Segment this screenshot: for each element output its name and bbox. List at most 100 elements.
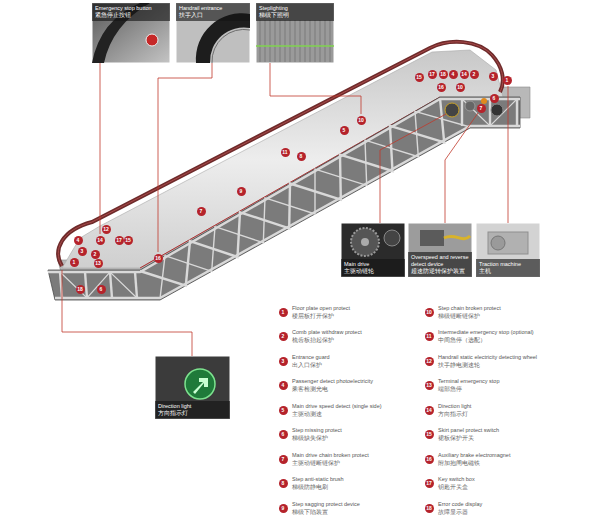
callout-number: 11 <box>281 148 290 157</box>
protection-item-zh: 主驱动测速 <box>292 411 322 418</box>
truss-chord <box>55 126 520 298</box>
protection-item: Main drive chain broken protect <box>292 452 369 459</box>
step-grooves <box>290 20 291 62</box>
step-grooves <box>325 20 326 62</box>
step-grooves <box>280 20 281 62</box>
protection-item: Terminal emergency stop <box>438 378 499 385</box>
caption-strip: Emergency stop button紧急停止按钮 <box>92 3 170 21</box>
inset-title-zh: 扶手入口 <box>179 12 247 19</box>
protection-item-zh: 梯级缺失保护 <box>292 435 328 442</box>
inset-title-zh: 超速防逆转保护装置 <box>411 268 469 275</box>
callout-number: 5 <box>340 126 349 135</box>
callout-number: 16 <box>154 254 163 263</box>
protection-item: Floor plate open protect <box>292 305 350 312</box>
truss-diagonal <box>140 98 444 286</box>
truss-diagonal <box>60 272 137 298</box>
list-number: 1 <box>279 308 288 317</box>
truss-post <box>135 272 137 298</box>
photo-frame <box>476 223 540 277</box>
truss-post <box>110 272 112 298</box>
list-number: 7 <box>279 455 288 464</box>
protection-item-zh: 梳齿板抬起保护 <box>292 337 334 344</box>
inset-title: Emergency stop button <box>95 5 167 12</box>
photo-frame <box>176 3 250 63</box>
list-number: 11 <box>425 332 434 341</box>
photo-frame <box>408 223 472 277</box>
photo-handrail-entrance <box>176 3 250 63</box>
protection-item: Step missing protect <box>292 427 342 434</box>
list-number: 16 <box>425 455 434 464</box>
machine-body <box>488 232 528 254</box>
protection-item: Entrance guard <box>292 354 330 361</box>
list-number: 17 <box>425 479 434 488</box>
callout-number: 6 <box>490 94 499 103</box>
list-number: 9 <box>279 504 288 513</box>
callout-number: 18 <box>76 285 85 294</box>
callout-number: 14 <box>96 236 105 245</box>
green-lamp <box>185 369 215 399</box>
protection-item: Step chain broken protect <box>438 305 501 312</box>
caption-strip: Steplighting梯级下照明 <box>256 3 334 21</box>
gear <box>445 103 459 117</box>
protection-item: Step sagging protect device <box>292 501 360 508</box>
photo-direction-light <box>155 356 230 419</box>
step-grooves <box>285 20 286 62</box>
list-number: 13 <box>425 381 434 390</box>
photo-inset: Overspeed and reverse detect device超速防逆转… <box>408 223 472 277</box>
protection-item: Comb plate withdraw protect <box>292 329 362 336</box>
callout-number: 2 <box>91 250 100 259</box>
callout-number: 18 <box>439 70 448 79</box>
photo-traction-machine <box>476 223 540 277</box>
inset-title: Direction light <box>158 403 227 410</box>
leader-line <box>270 63 361 114</box>
protection-item-zh: 中间急停（选配） <box>438 337 486 344</box>
stop-button <box>146 34 158 46</box>
protection-item: Handrail static electricity detecting wh… <box>438 354 537 361</box>
handrail <box>58 42 503 266</box>
callout-number: 4 <box>449 70 458 79</box>
balustrade-glass <box>62 50 503 268</box>
caption-strip: Direction light方向指示灯 <box>155 401 230 419</box>
protection-item-zh: 乘客检测光电 <box>292 386 328 393</box>
callout-number: 1 <box>503 76 512 85</box>
callout-number: 15 <box>415 73 424 82</box>
protection-item-zh: 梯级防静电刷 <box>292 484 328 491</box>
protection-item: Passenger detect photoelectricity <box>292 378 373 385</box>
gear <box>465 101 475 111</box>
protection-item-zh: 附加抱闸电磁铁 <box>438 460 480 467</box>
leader-line <box>380 114 446 223</box>
photo-frame <box>92 3 170 63</box>
step-grooves <box>270 20 271 62</box>
list-number: 14 <box>425 406 434 415</box>
list-number: 4 <box>279 381 288 390</box>
leader-line <box>62 270 192 356</box>
list-number: 15 <box>425 430 434 439</box>
inset-title: Main drive <box>344 261 402 268</box>
photo-frame <box>256 3 334 63</box>
photo-steplighting <box>256 3 334 63</box>
protection-item-zh: 主驱动链断链保护 <box>292 460 340 467</box>
protection-item: Error code display <box>438 501 482 508</box>
cable <box>444 236 470 239</box>
list-number: 18 <box>425 504 434 513</box>
protection-item-zh: 梯级下陷装置 <box>292 509 328 516</box>
protection-item: Main drive speed detect (single side) <box>292 403 382 410</box>
photo-inset: Main drive主驱动链轮 <box>341 223 405 277</box>
photo-inset: Steplighting梯级下照明 <box>256 3 334 63</box>
truss-diagonal <box>160 111 470 299</box>
photo-frame <box>341 223 405 277</box>
protection-item-zh: 楼层板打开保护 <box>292 313 334 320</box>
protection-item-zh: 梯级链断链保护 <box>438 313 480 320</box>
step-grooves <box>315 20 316 62</box>
callout-number: 8 <box>297 152 306 161</box>
step-grooves <box>295 20 296 62</box>
callout-number: 15 <box>124 236 133 245</box>
inset-title-zh: 主驱动链轮 <box>344 268 402 275</box>
callout-number: 7 <box>477 104 486 113</box>
photo-frame <box>155 356 230 419</box>
inset-title: Overspeed and reverse detect device <box>411 254 469 268</box>
callout-number: 2 <box>470 70 479 79</box>
callout-number: 1 <box>70 258 79 267</box>
truss-members <box>48 98 520 299</box>
protection-item: Direction light <box>438 403 471 410</box>
